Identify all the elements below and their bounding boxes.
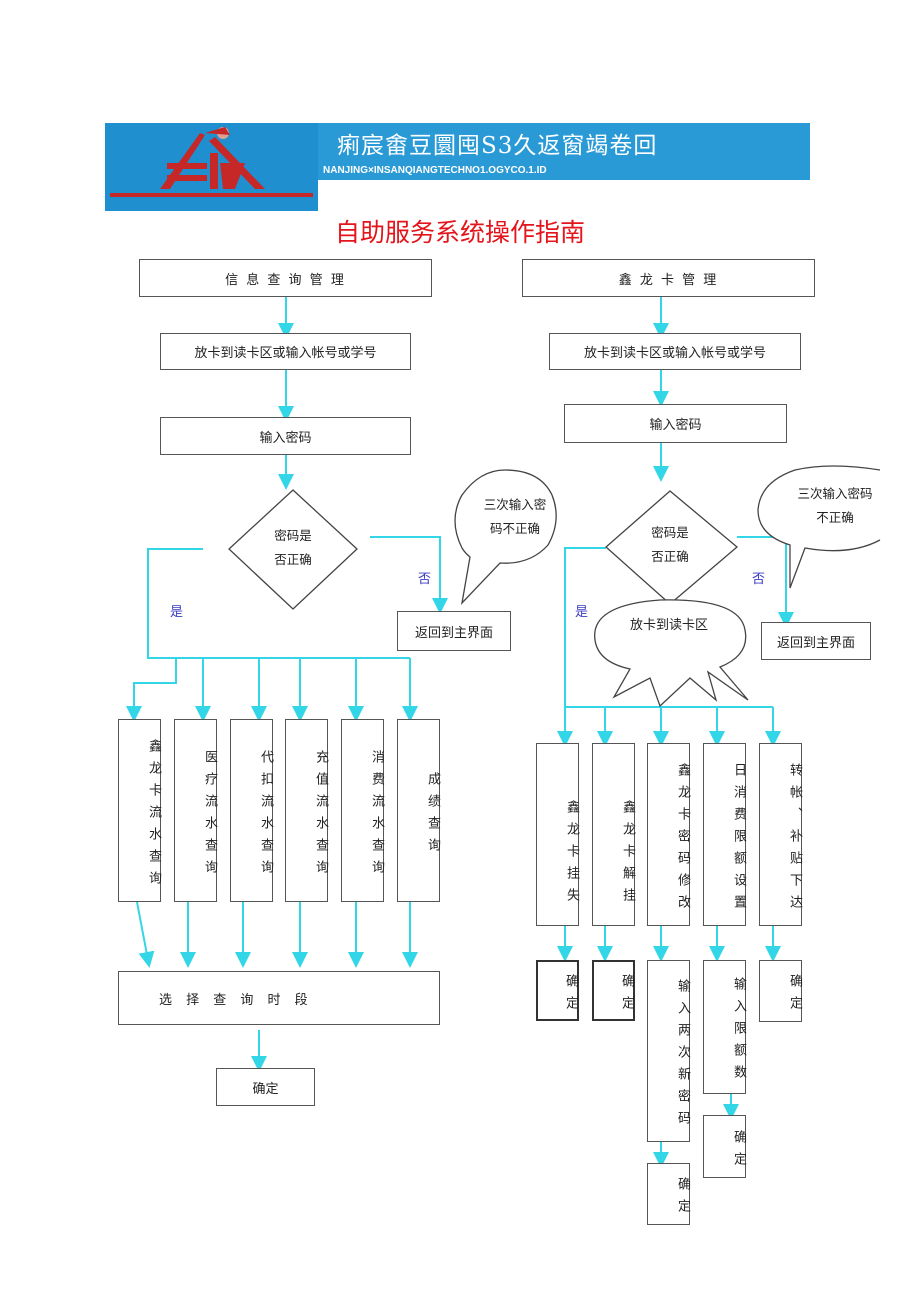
left-option-medical-flow: 医疗流水查询 bbox=[174, 719, 217, 902]
right-decision-line2: 否正确 bbox=[651, 549, 689, 564]
company-logo bbox=[105, 123, 318, 211]
right-option-daily-limit: 日消费限额设置 bbox=[703, 743, 746, 926]
right-step-place-card: 放卡到读卡区或输入帐号或学号 bbox=[549, 333, 801, 370]
right-callout-line1: 三次输入密码 bbox=[797, 486, 873, 501]
right-callout-line2: 不正确 bbox=[816, 510, 854, 525]
right-confirm-password: 确定 bbox=[647, 1163, 690, 1225]
right-enter-new-password: 输入两次新密码 bbox=[647, 960, 690, 1142]
right-enter-limit: 输入限额数 bbox=[703, 960, 746, 1094]
right-flow-title: 鑫 龙 卡 管 理 bbox=[522, 259, 815, 297]
right-callout-text: 三次输入密码 不正确 bbox=[776, 482, 894, 530]
left-yes-label: 是 bbox=[170, 605, 184, 620]
left-decision-line2: 否正确 bbox=[274, 552, 312, 567]
left-return-main: 返回到主界面 bbox=[397, 611, 511, 651]
left-decision-text: 密码是 否正确 bbox=[243, 524, 343, 572]
right-confirm-loss: 确定 bbox=[536, 960, 579, 1021]
left-option-grades: 成绩查询 bbox=[397, 719, 440, 902]
left-callout-text: 三次输入密 码不正确 bbox=[465, 493, 565, 541]
banner-title: 痢宸畬豆圜囤S3久返窗竭卷回 bbox=[337, 133, 658, 159]
left-callout-bubble bbox=[454, 469, 557, 606]
left-option-consume-flow: 消费流水查询 bbox=[341, 719, 384, 902]
right-confirm-limit: 确定 bbox=[703, 1115, 746, 1178]
banner-subtitle: NANJING×INSANQIANGTECHNO1.OGYCO.1.ID bbox=[323, 165, 547, 176]
logo-icon bbox=[105, 123, 318, 211]
header-banner: 痢宸畬豆圜囤S3久返窗竭卷回 NANJING×INSANQIANGTECHNO1… bbox=[105, 123, 810, 211]
right-option-transfer-subsidy: 转帐、补贴下达 bbox=[759, 743, 802, 926]
left-option-recharge-flow: 充值流水查询 bbox=[285, 719, 328, 902]
left-flow-title: 信 息 查 询 管 理 bbox=[139, 259, 432, 297]
right-option-report-loss: 鑫龙卡挂失 bbox=[536, 743, 579, 926]
right-confirm-unfreeze: 确定 bbox=[592, 960, 635, 1021]
left-select-period: 选 择 查 询 时 段 bbox=[118, 971, 440, 1025]
right-return-main: 返回到主界面 bbox=[761, 622, 871, 660]
left-no-label: 否 bbox=[418, 572, 432, 587]
left-decision-shape bbox=[228, 489, 358, 610]
page-title: 自助服务系统操作指南 bbox=[334, 218, 585, 247]
right-callout-bubble bbox=[757, 465, 881, 589]
right-no-label: 否 bbox=[752, 572, 766, 587]
left-confirm: 确定 bbox=[216, 1068, 315, 1106]
left-decision-line1: 密码是 bbox=[274, 528, 312, 543]
right-place-card-text: 放卡到读卡区 bbox=[629, 618, 708, 633]
right-option-unfreeze: 鑫龙卡解挂 bbox=[592, 743, 635, 926]
left-option-card-flow: 鑫龙卡流水查询 bbox=[118, 719, 161, 902]
left-step-place-card: 放卡到读卡区或输入帐号或学号 bbox=[160, 333, 411, 370]
right-decision-text: 密码是 否正确 bbox=[620, 521, 720, 569]
right-yes-label: 是 bbox=[575, 605, 589, 620]
right-confirm-transfer: 确定 bbox=[759, 960, 802, 1022]
banner-sub-bar bbox=[318, 164, 810, 180]
right-option-change-password: 鑫龙卡密码修改 bbox=[647, 743, 690, 926]
left-callout-line2: 码不正确 bbox=[489, 521, 540, 536]
right-step-enter-password: 输入密码 bbox=[564, 404, 787, 443]
left-callout-line1: 三次输入密 bbox=[483, 497, 547, 512]
place-card-cloud bbox=[594, 599, 749, 708]
left-option-deduct-flow: 代扣流水查询 bbox=[230, 719, 273, 902]
left-step-enter-password: 输入密码 bbox=[160, 417, 411, 455]
right-decision-line1: 密码是 bbox=[651, 525, 689, 540]
